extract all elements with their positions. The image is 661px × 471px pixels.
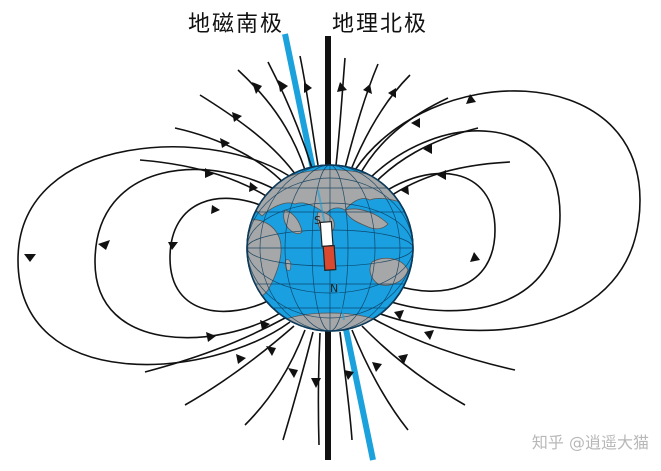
field-line (339, 331, 353, 441)
field-line (174, 127, 291, 191)
arrowhead (24, 254, 36, 262)
field-lines (17, 55, 641, 446)
field-line (349, 74, 411, 173)
arrowhead (311, 378, 321, 388)
geographic-north-pole-label: 地理北极 (332, 12, 429, 37)
arrowhead (372, 362, 382, 372)
svg-text:S: S (314, 214, 321, 227)
field-line (377, 161, 511, 206)
arrowhead (278, 80, 288, 92)
arrowhead (220, 138, 230, 148)
field-line (144, 317, 286, 373)
arrowhead (232, 112, 242, 122)
field-line (237, 69, 306, 171)
field-line (361, 325, 466, 406)
field-line (357, 97, 449, 179)
field-line (17, 146, 296, 366)
arrowhead (388, 88, 396, 98)
arrowhead (266, 346, 276, 356)
arrowhead (236, 354, 246, 364)
landmass-madagascar (284, 259, 292, 271)
field-line (184, 325, 295, 406)
bar-magnet-needle-icon: S N (314, 214, 338, 295)
arrowhead (211, 205, 220, 214)
arrowhead (98, 240, 110, 250)
arrowhead (398, 354, 408, 364)
field-line (244, 329, 306, 426)
arrowhead (252, 82, 262, 94)
arrowhead (400, 185, 409, 195)
arrowhead (344, 370, 354, 380)
arrowhead (249, 182, 258, 192)
arrowhead (411, 118, 420, 128)
field-line (379, 172, 496, 292)
arrowhead (337, 82, 347, 92)
field-line (371, 317, 516, 371)
arrowhead (466, 94, 476, 104)
field-line (299, 55, 319, 166)
field-line (199, 94, 299, 179)
field-line (344, 63, 379, 169)
arrowhead (470, 252, 480, 262)
arrowhead (205, 168, 214, 178)
arrowhead (288, 368, 298, 378)
arrowhead (424, 330, 434, 340)
watermark: 知乎 @逍遥大猫 (531, 433, 649, 452)
svg-text:N: N (330, 282, 338, 295)
field-line (282, 331, 314, 441)
arrowhead (437, 170, 446, 180)
field-arrowheads (24, 80, 480, 388)
field-line (348, 90, 641, 332)
arrowhead (423, 144, 432, 154)
arrowhead (168, 242, 178, 250)
field-line (351, 329, 409, 431)
field-line (267, 61, 313, 169)
field-line (317, 332, 321, 446)
arrowhead (394, 310, 404, 320)
arrowhead (304, 82, 312, 93)
magnetic-south-pole-label: 地磁南极 (188, 12, 285, 37)
landmass-north (251, 169, 411, 217)
field-line (169, 197, 273, 313)
arrowhead (260, 320, 270, 330)
arrowhead (206, 332, 216, 342)
field-line (335, 57, 346, 166)
arrowhead (363, 84, 372, 94)
field-line (369, 130, 561, 312)
